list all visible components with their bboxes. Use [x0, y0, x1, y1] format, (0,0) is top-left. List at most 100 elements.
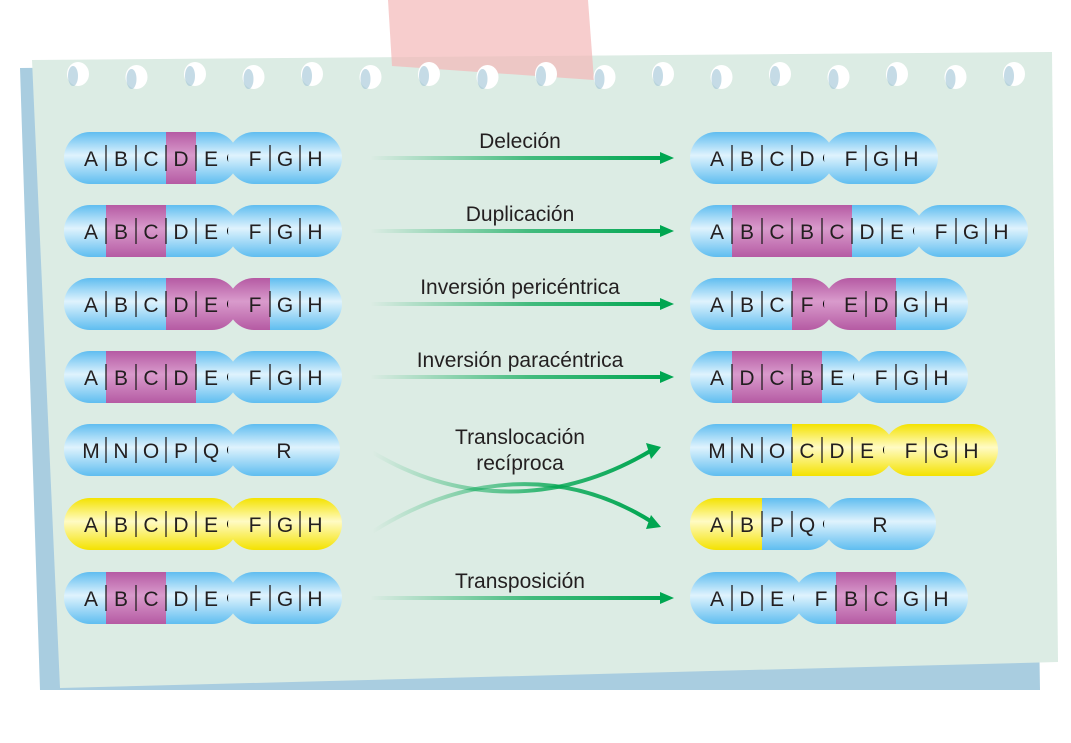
gene-band [866, 572, 897, 624]
gene-label: D [173, 221, 188, 244]
gene-band [896, 572, 927, 624]
gene-band [166, 132, 197, 184]
gene-band [136, 572, 167, 624]
gene-label: A [710, 221, 724, 244]
gene-label: B [114, 588, 128, 611]
gene-label: G [903, 294, 919, 317]
gene-label: Q [799, 514, 815, 537]
gene-label: B [800, 221, 814, 244]
binder-hole-shadow [185, 66, 195, 86]
gene-band [926, 572, 968, 624]
gene-label: F [801, 294, 814, 317]
gene-label: R [276, 440, 291, 463]
gene-label: C [769, 148, 784, 171]
gene-band [794, 572, 837, 624]
gene-label: D [873, 294, 888, 317]
gene-label: D [739, 588, 754, 611]
gene-band [690, 572, 733, 624]
gene-band [136, 132, 167, 184]
gene-band [690, 278, 733, 330]
gene-band [822, 424, 853, 476]
gene-label: A [710, 148, 724, 171]
gene-label: B [844, 588, 858, 611]
gene-label: E [844, 294, 858, 317]
gene-label: E [204, 148, 218, 171]
gene-band [866, 132, 897, 184]
gene-band [136, 278, 167, 330]
gene-label: C [143, 367, 158, 390]
mutation-label: Inversión pericéntrica [420, 276, 620, 299]
gene-band [300, 132, 342, 184]
gene-band [732, 351, 763, 403]
gene-label: E [204, 221, 218, 244]
gene-band [762, 498, 793, 550]
gene-label: A [710, 588, 724, 611]
mutation-label: Transposición [455, 570, 585, 593]
gene-label: C [143, 514, 158, 537]
gene-label: B [114, 514, 128, 537]
gene-label: N [739, 440, 754, 463]
gene-band [136, 498, 167, 550]
binder-hole-shadow [68, 66, 78, 86]
binder-holes [67, 62, 1025, 89]
mutation-label: Deleción [479, 130, 561, 153]
gene-band [166, 205, 197, 257]
mutation-arrow [370, 225, 674, 237]
gene-band [228, 205, 271, 257]
gene-label: G [277, 514, 293, 537]
gene-band [270, 278, 301, 330]
gene-band [732, 205, 763, 257]
binder-hole-shadow [828, 69, 839, 89]
binder-hole-shadow [1004, 66, 1014, 86]
gene-label: A [84, 148, 98, 171]
gene-label: H [307, 221, 322, 244]
gene-band [762, 351, 793, 403]
gene-band [166, 498, 197, 550]
gene-band [270, 132, 301, 184]
mutation-arrow [370, 298, 674, 310]
gene-band [300, 572, 342, 624]
gene-label: D [739, 367, 754, 390]
gene-band [270, 572, 301, 624]
mutation-label: Inversión paracéntrica [417, 349, 624, 372]
gene-band [732, 424, 763, 476]
gene-band [824, 278, 867, 330]
gene-label: H [307, 367, 322, 390]
gene-label: N [113, 440, 128, 463]
gene-band [64, 424, 107, 476]
gene-label: A [710, 514, 724, 537]
gene-band [866, 278, 897, 330]
gene-label: F [905, 440, 918, 463]
gene-label: A [84, 588, 98, 611]
gene-band [884, 424, 927, 476]
gene-band [270, 498, 301, 550]
gene-label: G [277, 221, 293, 244]
gene-label: P [174, 440, 188, 463]
gene-label: H [993, 221, 1008, 244]
gene-label: F [815, 588, 828, 611]
gene-band [956, 424, 998, 476]
gene-label: D [829, 440, 844, 463]
gene-band [166, 351, 197, 403]
binder-hole-shadow [594, 69, 605, 89]
binder-hole-shadow [360, 69, 371, 89]
gene-band [64, 205, 107, 257]
gene-label: R [872, 514, 887, 537]
gene-label: H [903, 148, 918, 171]
